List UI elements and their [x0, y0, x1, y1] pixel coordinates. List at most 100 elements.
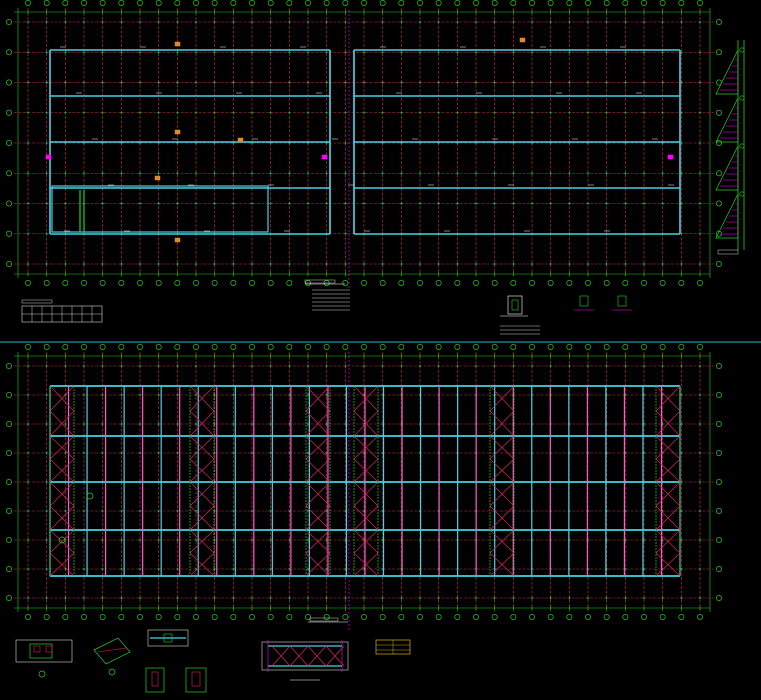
axis-bubble-top [81, 0, 87, 6]
brace-diagonal [655, 505, 681, 531]
axis-bubble-left [6, 566, 12, 572]
brace-diagonal [489, 552, 515, 577]
axis-bubble-bottom [398, 280, 405, 286]
axis-bubble-top [697, 344, 703, 350]
axis-bubble-top [547, 344, 554, 350]
axis-bubble-top [603, 0, 610, 6]
axis-bubble-top [174, 0, 181, 6]
brace-diagonal [305, 435, 331, 460]
axis-bubble-top [641, 0, 647, 6]
tag-marker [174, 41, 181, 47]
axis-bubble-bottom [529, 280, 535, 286]
bottom-bracing [49, 352, 681, 630]
tag-marker [237, 137, 244, 143]
brace-diagonal [489, 385, 515, 412]
bottom-detail-drawings [15, 629, 411, 693]
axis-bubble-bottom [211, 280, 218, 286]
axis-bubble-bottom [473, 280, 479, 286]
axis-bubble-top [118, 0, 125, 6]
brace-diagonal [655, 552, 681, 577]
axis-bubble-bottom [603, 280, 610, 286]
axis-bubble-bottom [230, 614, 237, 620]
axis-bubble-bottom [62, 280, 69, 286]
axis-bubble-bottom [491, 280, 498, 286]
truss-web [325, 645, 345, 667]
axis-bubble-left [6, 79, 12, 86]
axis-bubble-bottom [435, 280, 442, 286]
truss-web [271, 645, 291, 667]
axis-bubble-top [454, 344, 461, 350]
axis-bubble-bottom [25, 614, 31, 620]
axis-bubble-top [435, 0, 442, 6]
axis-bubble-top [547, 0, 554, 6]
axis-bubble-left [6, 140, 12, 146]
axis-bubble-top [510, 344, 517, 350]
axis-bubble-bottom [193, 614, 199, 620]
axis-bubble-top [305, 344, 311, 350]
axis-bubble-top [305, 0, 311, 6]
brace-diagonal [489, 458, 515, 483]
brace-diagonal [189, 385, 215, 412]
brace-diagonal [189, 481, 215, 507]
axis-bubble-top [249, 0, 255, 6]
axis-bubble-bottom [510, 280, 517, 286]
detail-2-plate [93, 637, 131, 665]
detail-1-label-bubble [38, 670, 46, 678]
axis-bubble-bottom [417, 614, 423, 620]
brace-diagonal [489, 529, 515, 554]
axis-bubble-bottom [174, 280, 181, 286]
axis-bubble-top [566, 344, 573, 350]
axis-bubble-top [454, 0, 461, 6]
brace-diagonal [305, 385, 331, 412]
brace-diagonal [489, 481, 515, 507]
plan-title-text [309, 617, 339, 622]
axis-bubble-left [6, 595, 12, 601]
brace-diagonal [189, 410, 215, 437]
detail-3-column [163, 633, 173, 643]
axis-bubble-bottom [81, 280, 87, 286]
axis-bubble-top [43, 344, 50, 350]
section-marker [58, 536, 66, 544]
detail-2-member [97, 647, 127, 653]
brace-diagonal [305, 481, 331, 507]
detail-1-bolt [33, 645, 41, 653]
axis-bubble-bottom [622, 280, 629, 286]
axis-bubble-top [267, 344, 274, 350]
strip-label [717, 249, 739, 255]
axis-bubble-left [6, 363, 12, 369]
axis-bubble-top [510, 0, 517, 6]
brace-diagonal [489, 410, 515, 437]
detail-2-label-bubble [108, 668, 116, 676]
brace-diagonal [353, 410, 379, 437]
axis-bubble-bottom [659, 280, 666, 286]
axis-bubble-top [118, 344, 125, 350]
detail-3-frame [147, 629, 189, 647]
brace-diagonal [49, 458, 75, 483]
axis-bubble-bottom [211, 614, 218, 620]
axis-bubble-top [529, 0, 535, 6]
axis-bubble-top [529, 344, 535, 350]
axis-bubble-bottom [547, 614, 554, 620]
axis-bubble-top [622, 344, 629, 350]
brace-diagonal [189, 552, 215, 577]
axis-bubble-bottom [342, 280, 349, 286]
axis-bubble-top [323, 0, 330, 6]
bottom-plan [6, 344, 722, 630]
axis-bubble-left [6, 19, 12, 25]
truss-web [289, 645, 309, 667]
brace-diagonal [353, 458, 379, 483]
axis-bubble-top [417, 0, 423, 6]
axis-bubble-right [716, 363, 722, 369]
detail-4-frame [145, 667, 165, 693]
brace-diagonal [489, 505, 515, 531]
axis-bubble-bottom [398, 614, 405, 620]
brace-diagonal [189, 529, 215, 554]
axis-bubble-left [6, 230, 12, 237]
axis-bubble-bottom [566, 280, 573, 286]
strip-bubble [739, 95, 745, 101]
axis-bubble-left [6, 450, 12, 456]
axis-bubble-bottom [585, 280, 591, 286]
axis-bubble-right [716, 595, 722, 601]
